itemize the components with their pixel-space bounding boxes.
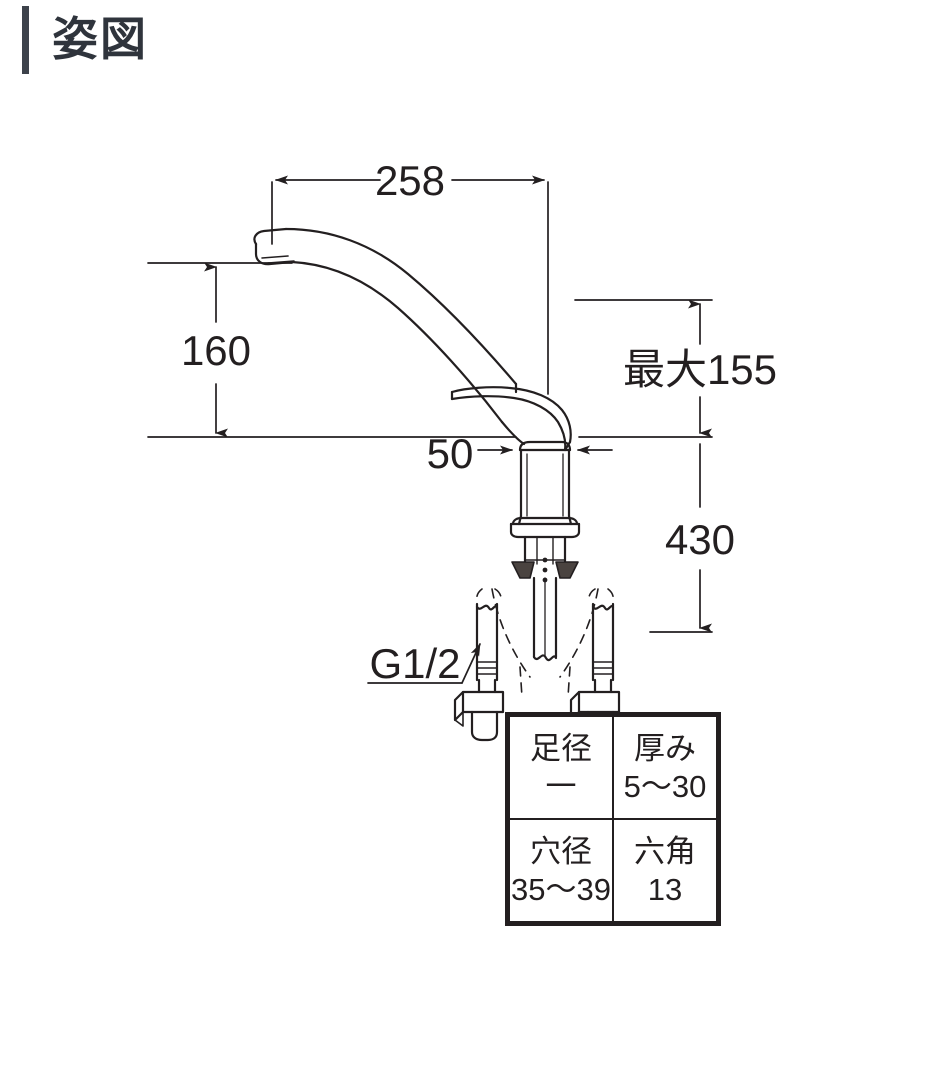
faucet-spout (253, 227, 526, 446)
dimension-spout-reach (271, 175, 549, 395)
spec-value: 35〜39 (511, 871, 611, 907)
spec-label: 足径 (530, 730, 592, 766)
faucet-technical-drawing: 258 160 最大155 50 430 G1/2 (0, 92, 941, 1080)
spec-label: 穴径 (530, 833, 592, 869)
spec-table: 足径 一 厚み 5〜30 穴径 35〜39 六角 13 (505, 712, 721, 926)
callout-thread-size-leader (367, 643, 481, 684)
spec-cell-thickness: 厚み 5〜30 (612, 715, 718, 820)
dimension-body-height (574, 299, 713, 438)
page-title: 姿図 (52, 13, 148, 65)
spec-cell-hex-size: 六角 13 (612, 818, 718, 923)
spec-cell-foot-diameter: 足径 一 (508, 715, 614, 820)
table-row: 足径 一 厚み 5〜30 (508, 715, 718, 820)
header-accent-bar (22, 6, 29, 74)
spec-value: 一 (545, 768, 577, 804)
section-header: 姿図 (0, 0, 941, 92)
faucet-body (517, 440, 573, 526)
faucet-base-flange (509, 516, 581, 539)
spec-value: 5〜30 (623, 768, 707, 804)
spec-label: 厚み (634, 730, 696, 766)
dimension-label-spout-reach: 258 (375, 157, 445, 204)
dimension-spout-height (147, 262, 517, 438)
spec-label: 六角 (634, 833, 696, 869)
dimension-label-body-height: 最大155 (623, 346, 777, 393)
dimension-label-shank-width: 50 (427, 430, 474, 477)
spec-cell-hole-diameter: 穴径 35〜39 (508, 818, 614, 923)
spec-value: 13 (647, 871, 683, 907)
faucet-mounting-shank (511, 535, 579, 662)
drawing-canvas: 258 160 最大155 50 430 G1/2 (147, 157, 777, 742)
supply-hose-left (453, 588, 505, 742)
dimension-label-hose-length: 430 (665, 516, 735, 563)
callout-label-thread-size: G1/2 (369, 640, 460, 687)
table-row: 穴径 35〜39 六角 13 (508, 818, 718, 923)
supply-hose-guides (491, 588, 599, 698)
dimension-label-spout-height: 160 (181, 327, 251, 374)
dimension-hose-length (649, 443, 713, 633)
faucet-lever-handle (450, 386, 572, 452)
